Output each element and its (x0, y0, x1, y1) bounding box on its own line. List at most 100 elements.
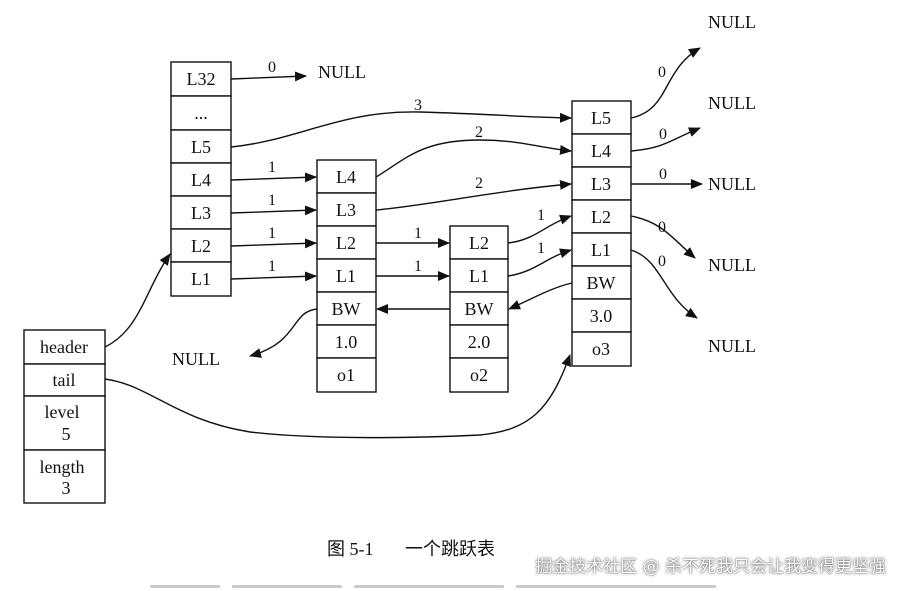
o3-null-pointers: 0 NULL 0 NULL 0 NULL 0 NULL 0 NULL (630, 12, 756, 356)
node-score-label: 2.0 (468, 332, 491, 352)
pointer-arrow (375, 139, 572, 178)
span-label: 3 (414, 97, 422, 114)
figure-title: 一个跳跃表 (405, 539, 495, 559)
pointer-arrow (249, 308, 318, 358)
span-label: 0 (658, 64, 666, 81)
o2-forward-pointers: 1 1 (507, 207, 572, 277)
node-score-label: 1.0 (335, 332, 358, 352)
span-label: 0 (659, 126, 667, 143)
length-field-cell (23, 449, 106, 504)
level-field-value: 5 (62, 424, 71, 444)
node-level-cell (449, 258, 509, 293)
node-obj-label: o1 (337, 365, 355, 385)
span-label: 0 (658, 253, 666, 270)
header-level-column: L32 ... L5 L4 L3 L2 L1 (170, 61, 232, 297)
header-level-label: L1 (191, 269, 211, 289)
null-label: NULL (318, 62, 366, 82)
length-field-value: 3 (62, 478, 71, 498)
node-level-label: L2 (336, 233, 356, 253)
tail-field-label: tail (53, 370, 76, 390)
node-obj-cell (316, 357, 377, 393)
watermark: 掘金技术社区 @ 杀不死我只会让我变得更坚强 (535, 557, 886, 577)
struct-pointers (104, 253, 571, 439)
level-field-cell (23, 395, 106, 451)
node-backward-cell (571, 265, 632, 300)
header-level-cell (170, 228, 232, 263)
node-level-label: L1 (336, 266, 356, 286)
node-level-label: L1 (591, 240, 611, 260)
length-field-label: length (40, 457, 85, 477)
pointer-arrow (630, 47, 701, 119)
header-level-label: L3 (191, 203, 211, 223)
node-level-cell (316, 225, 377, 260)
node-obj-label: o2 (470, 365, 488, 385)
node-level-label: L4 (336, 167, 356, 187)
pointer-arrow (230, 111, 572, 148)
pointer-arrow (230, 271, 317, 282)
span-label: 2 (475, 175, 483, 192)
null-label: NULL (708, 174, 756, 194)
node-o2: L2 L1 BW 2.0 o2 (449, 225, 509, 393)
node-score-label: 3.0 (590, 306, 613, 326)
node-obj-cell (571, 331, 632, 367)
header-level-label: L4 (191, 170, 211, 190)
span-label: 0 (659, 166, 667, 183)
span-label: 1 (268, 159, 276, 176)
pointer-arrow (508, 282, 573, 310)
node-level-label: L5 (591, 108, 611, 128)
pointer-arrow (630, 127, 701, 152)
span-label: 1 (537, 240, 545, 257)
pointer-arrow (104, 253, 171, 348)
node-level-cell (316, 159, 377, 194)
node-level-label: L4 (591, 141, 611, 161)
pointer-arrow (375, 179, 572, 211)
pointer-arrow (507, 214, 572, 244)
backward-pointers: NULL (172, 282, 573, 369)
span-label: 1 (268, 192, 276, 209)
pointer-arrow (507, 248, 572, 277)
pointer-arrow (230, 71, 307, 82)
header-level-cell (170, 95, 232, 131)
node-o3: L5 L4 L3 L2 L1 BW 3.0 o3 (571, 100, 632, 367)
pointer-arrow (230, 238, 317, 249)
list-header-struct: header tail level 5 length 3 (23, 329, 106, 504)
pointer-arrow (630, 215, 696, 259)
header-level-cell (170, 261, 232, 297)
node-level-label: L2 (591, 207, 611, 227)
header-field-label: header (40, 337, 88, 357)
node-score-cell (571, 298, 632, 333)
span-label: 1 (268, 258, 276, 275)
span-label: 1 (537, 207, 545, 224)
span-label: 1 (414, 258, 422, 275)
null-label: NULL (172, 349, 220, 369)
node-level-cell (571, 199, 632, 234)
header-forward-pointers: 0 NULL 3 1 1 1 1 (230, 59, 572, 282)
figure-caption: 图 5-1 一个跳跃表 (327, 539, 495, 559)
null-label: NULL (708, 12, 756, 32)
node-level-cell (449, 225, 509, 260)
span-label: 1 (268, 225, 276, 242)
null-label: NULL (708, 336, 756, 356)
header-level-cell (170, 61, 232, 97)
node-backward-label: BW (332, 299, 361, 319)
node-obj-label: o3 (592, 339, 610, 359)
node-score-cell (449, 324, 509, 359)
header-level-label: ... (194, 103, 208, 123)
node-obj-cell (449, 357, 509, 393)
figure-number: 图 5-1 (327, 539, 374, 559)
pointer-arrow (230, 205, 317, 216)
null-label: NULL (708, 93, 756, 113)
header-field-cell (23, 329, 106, 365)
node-backward-cell (316, 291, 377, 326)
span-label: 0 (658, 219, 666, 236)
pointer-arrow (104, 354, 571, 439)
header-level-label: L2 (191, 236, 211, 256)
span-label: 1 (414, 225, 422, 242)
o1-forward-pointers: 2 2 1 1 (375, 124, 572, 281)
node-backward-label: BW (587, 273, 616, 293)
span-label: 2 (475, 124, 483, 141)
node-backward-label: BW (465, 299, 494, 319)
node-score-cell (316, 324, 377, 359)
